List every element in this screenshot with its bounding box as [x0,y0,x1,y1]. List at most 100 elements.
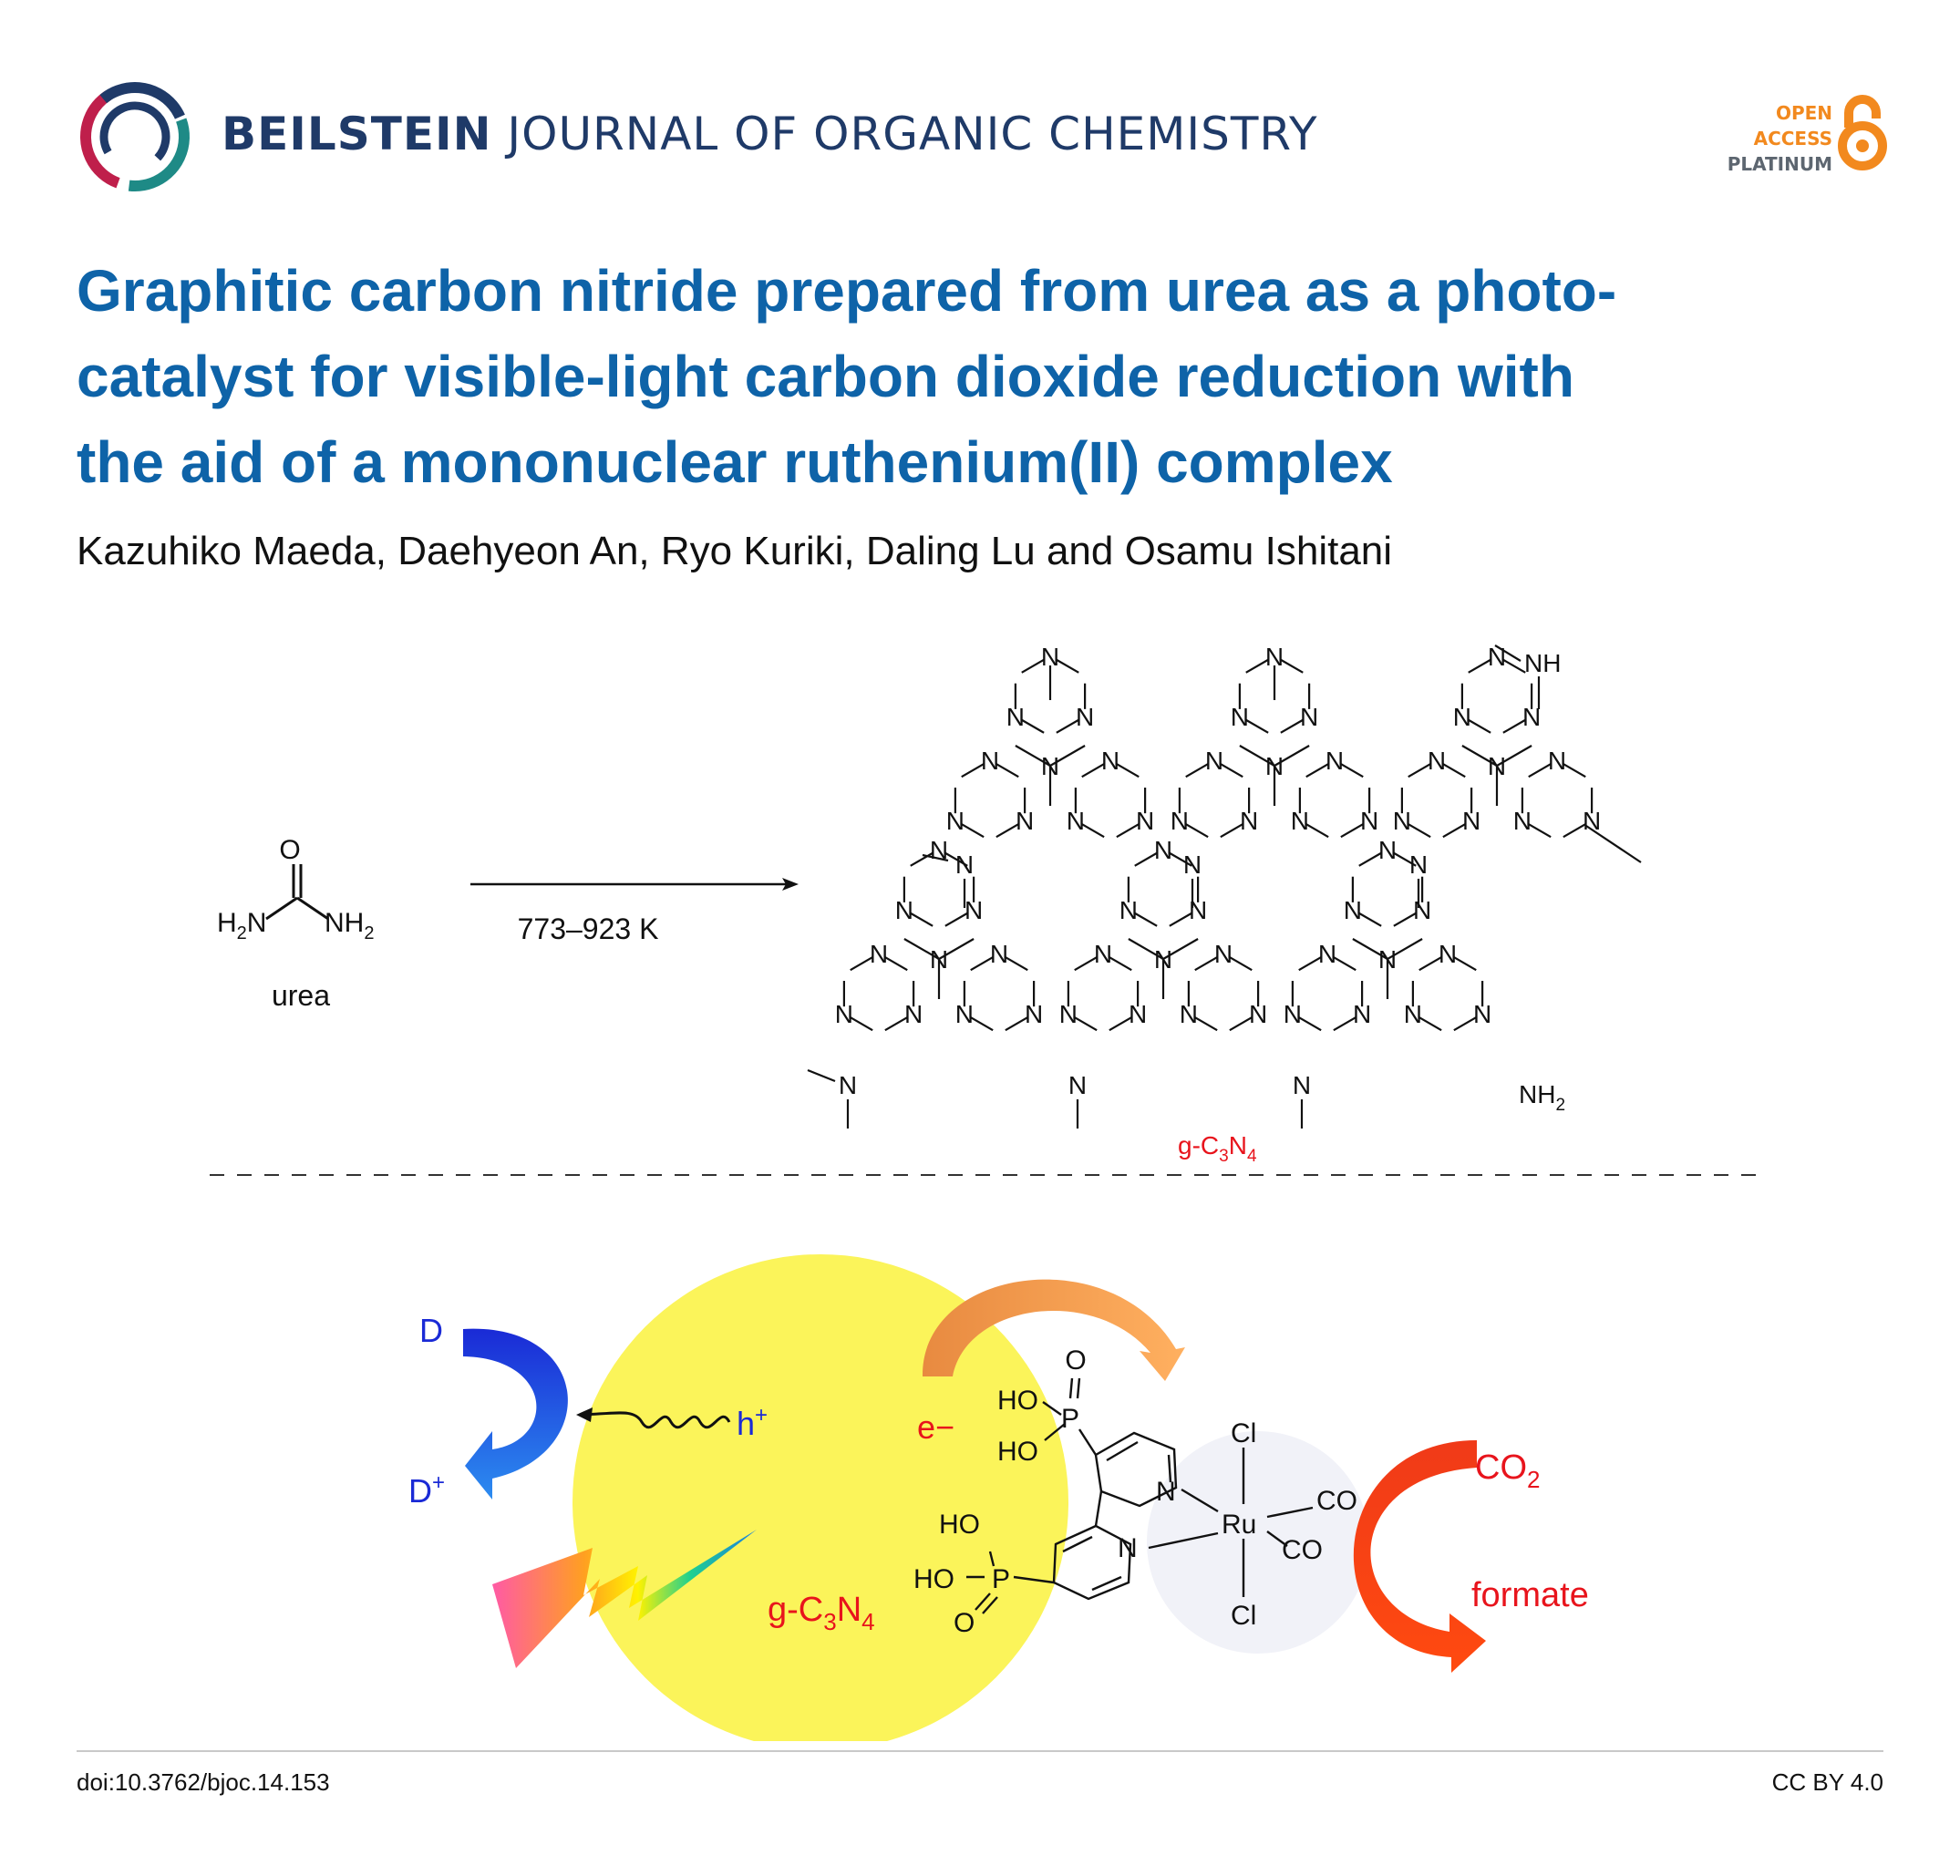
nitrogen-atom-label: N [1284,1000,1302,1028]
gc3n4-nh2-label: NH2 [1519,1080,1565,1115]
co2-label: CO2 [1475,1448,1540,1493]
nitrogen-atom-label: N [1119,896,1138,924]
nitrogen-atom-label: N [1154,945,1172,974]
complex-o-top: O [1065,1345,1086,1376]
ru-complex-structure [966,1377,1314,1614]
nitrogen-atom-label: N [1068,1071,1087,1099]
nitrogen-atom-label: N [1453,703,1471,731]
nitrogen-atom-label: N [1205,747,1223,775]
urea-o-label: O [279,835,300,865]
urea-h2n-label: H2N [217,908,266,943]
nitrogen-atom-label: N [930,836,948,864]
nitrogen-atom-label: N [1473,1000,1491,1028]
nitrogen-atom-label: N [1291,807,1309,835]
nitrogen-atom-label: N [1094,940,1112,968]
visible-light-bolt-icon [492,1530,757,1668]
nitrogen-atom-label: N [965,896,983,924]
photocatalysis-diagram: D D+ h+ e− g-C3N4 [408,1254,1589,1741]
complex-n-1: N [1156,1477,1176,1507]
nitrogen-atom-label: N [1265,643,1284,671]
donor-oxidation-arrow-icon [463,1328,568,1500]
complex-p-2: P [992,1564,1010,1594]
complex-cl-top: Cl [1231,1418,1256,1448]
donor-label: D [419,1312,443,1349]
nitrogen-atom-label: N [895,896,913,924]
journal-name-bold: BEILSTEIN [222,108,492,160]
gc3n4-structure [807,658,1642,1129]
nitrogen-atom-label: N [1076,703,1094,731]
electron-label: e− [917,1408,954,1446]
title-line-3: the aid of a mononuclear ruthenium(II) c… [77,429,1393,495]
doi-link[interactable]: doi:10.3762/bjoc.14.153 [77,1768,330,1796]
complex-cl-bottom: Cl [1231,1601,1256,1631]
nitrogen-atom-label: N [1293,1071,1311,1099]
nitrogen-atom-label: N [1006,703,1025,731]
nitrogen-atom-label: N [1548,747,1566,775]
nitrogen-atom-label: N [1404,1000,1422,1028]
title-line-2: catalyst for visible-light carbon dioxid… [77,344,1574,409]
nitrogen-atom-label: N [1522,703,1541,731]
co2-reduction-arrow-icon [1353,1440,1486,1673]
nitrogen-atom-label: N [1360,807,1378,835]
nitrogen-atom-label: N [1378,836,1397,864]
nitrogen-atom-label: N [1016,807,1034,835]
electron-transfer-arrow-icon [922,1279,1185,1381]
nitrogen-atom-label: N [1059,1000,1078,1028]
nitrogen-atom-label: N [870,940,888,968]
nitrogen-atom-label: N [1265,752,1284,780]
article-authors: Kazuhiko Maeda, Daehyeon An, Ryo Kuriki,… [77,529,1393,573]
formate-label: formate [1471,1576,1589,1614]
nitrogen-atom-label: N [955,850,974,879]
nitrogen-atom-label: N [1428,747,1446,775]
nitrogen-atom-label: N [1214,940,1233,968]
nitrogen-atom-label: N [904,1000,923,1028]
gc3n4-product-label: g-C3N4 [1178,1131,1257,1166]
nitrogen-atom-label: N [1154,836,1172,864]
nitrogen-atom-label: N [1344,896,1362,924]
nitrogen-atom-label: N [1101,747,1119,775]
complex-ho-1: HO [997,1386,1038,1416]
nitrogen-atom-label: N [1393,807,1411,835]
reaction-conditions: 773–923 K [518,912,659,945]
nitrogen-atom-label: N [955,1000,974,1028]
nitrogen-atom-label: N [1067,807,1085,835]
nitrogen-atom-label: N [1326,747,1344,775]
reaction-arrow: 773–923 K [470,878,799,945]
gc3n4-nh-label: NH [1524,649,1561,677]
nitrogen-atom-label: N [1183,850,1202,879]
nitrogen-atom-label: N [1513,807,1532,835]
section-divider [210,1174,1759,1176]
complex-co-1: CO [1316,1486,1357,1516]
nitrogen-atom-label: N [946,807,965,835]
nitrogen-atom-label: N [1231,703,1249,731]
complex-o-bottom: O [954,1608,975,1638]
nitrogen-atom-label: N [1439,940,1457,968]
hole-transfer-wave-icon [583,1411,731,1429]
nitrogen-atom-label: N [1025,1000,1043,1028]
nitrogen-atom-label: N [1409,850,1428,879]
complex-co-2: CO [1282,1535,1323,1565]
oa-line-1: OPEN [1775,102,1832,124]
nitrogen-atom-label: N [1488,752,1506,780]
catalyst-label: g-C3N4 [768,1591,875,1635]
nitrogen-atom-label: N [1462,807,1480,835]
nitrogen-atom-label: N [1249,1000,1267,1028]
nitrogen-atom-label: N [1300,703,1318,731]
donor-oxidized-label: D+ [408,1470,445,1510]
open-access-badge: OPEN ACCESS PLATINUM [1728,100,1832,177]
complex-ho-2: HO [997,1437,1038,1467]
nitrogen-atom-label: N [1378,945,1397,974]
nitrogen-atom-label: N [1583,807,1601,835]
urea-structure: O H2N NH2 urea [217,835,374,1012]
journal-name-rest: JOURNAL OF ORGANIC CHEMISTRY [507,108,1318,160]
complex-ru: Ru [1222,1510,1256,1540]
nitrogen-atom-label: N [1318,940,1336,968]
nitrogen-atom-label: N [1353,1000,1371,1028]
nitrogen-atom-label: N [1240,807,1258,835]
nitrogen-atom-label: N [1129,1000,1147,1028]
ru-complex-background [1147,1431,1369,1654]
article-title: Graphitic carbon nitride prepared from u… [77,248,1809,505]
oa-line-3: PLATINUM [1727,153,1832,175]
nitrogen-atom-label: N [1041,643,1059,671]
